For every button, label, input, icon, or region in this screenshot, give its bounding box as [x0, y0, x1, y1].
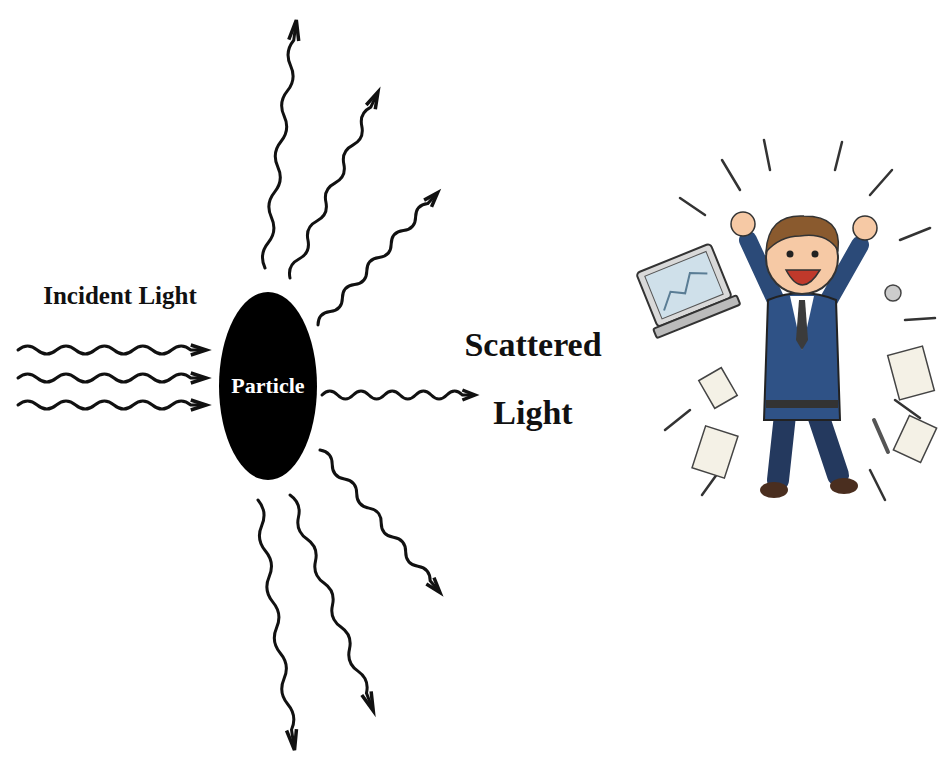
happy-businessman [631, 140, 936, 500]
wave-arrow [253, 499, 299, 751]
node-label: Particle [231, 373, 304, 399]
wave-arrow [285, 90, 382, 280]
text-label: Incident Light [22, 280, 218, 312]
arms [731, 212, 877, 305]
wave-arrow [316, 447, 444, 596]
legs [760, 415, 858, 498]
laptop [631, 241, 740, 338]
incident-waves [18, 345, 206, 410]
wave-arrow [18, 345, 206, 355]
circle-fill [219, 292, 317, 480]
wave-arrow [18, 400, 206, 410]
pen-and-clip [874, 285, 901, 452]
head [766, 216, 838, 294]
wave-arrow [314, 189, 441, 328]
wave-arrow [322, 390, 475, 400]
particle-circle: Particle [218, 290, 318, 482]
wave-arrow [260, 19, 301, 268]
torso [764, 293, 840, 420]
wave-arrow [285, 493, 378, 712]
text-label: Scattered Light [452, 311, 614, 447]
wave-arrow [18, 373, 206, 383]
